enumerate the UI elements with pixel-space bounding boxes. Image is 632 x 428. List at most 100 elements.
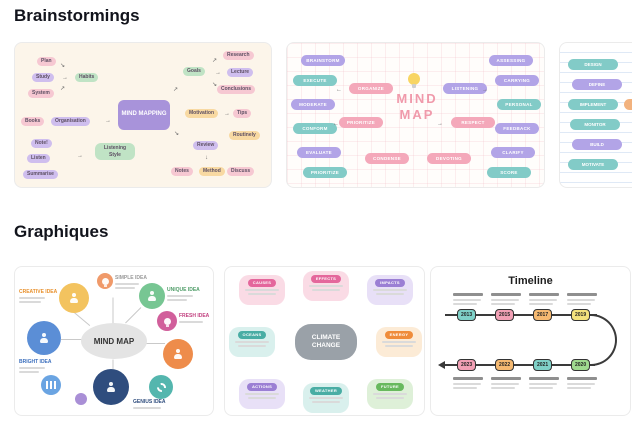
arrow-right-icon: → xyxy=(437,121,443,127)
template-card-climate-change[interactable]: CLIMATE CHANGE CAUSES EFFECTS IMPACTS OC… xyxy=(224,266,425,416)
idea-circle-blue xyxy=(27,321,61,355)
node-left-1: EXECUTE xyxy=(293,75,337,86)
arrow-left-icon: ← xyxy=(333,121,339,127)
arrow-down-right-icon: ↘ xyxy=(174,131,180,137)
connector-line xyxy=(72,311,91,327)
template-card-mindmap-circles[interactable]: MIND MAP CREATIVE IDEA SIMPLE IDEA UNIQU… xyxy=(14,266,214,416)
text-line xyxy=(491,383,519,385)
node-left-2: MODERATE xyxy=(291,99,335,110)
text-line xyxy=(567,299,595,301)
node-organisation: Organisation xyxy=(51,117,90,126)
timeline-year-2013: 2013 xyxy=(457,309,477,321)
mindmap-title-bottom: MAP xyxy=(399,107,435,122)
user-icon xyxy=(147,291,157,301)
text-line xyxy=(19,301,41,303)
timeline-year-2023: 2023 xyxy=(457,359,477,371)
cloud-energy-label: ENERGY xyxy=(384,331,414,339)
node-midleft-1: PRIORITIZE xyxy=(339,117,383,128)
mindmap-center-node: MIND MAP xyxy=(81,323,147,359)
caption-title-line xyxy=(529,293,559,296)
template-card-timeline[interactable]: Timeline 2013 2015 2017 2019 2020 2021 2… xyxy=(430,266,631,416)
caption-title-line xyxy=(529,377,559,380)
cloud-oceans: OCEANS xyxy=(229,327,275,357)
node-item-partial: EXECUTE xyxy=(624,99,632,110)
text-line xyxy=(115,287,135,289)
node-conclusions: Conclusions xyxy=(217,85,256,94)
node-research: Research xyxy=(223,51,254,60)
text-line xyxy=(529,303,553,305)
node-right-3: FEEDBACK xyxy=(495,123,539,134)
node-left-3: CONFORM xyxy=(293,123,337,134)
user-icon xyxy=(173,349,183,359)
text-line xyxy=(248,292,276,295)
text-line xyxy=(453,299,481,301)
node-lecture: Lecture xyxy=(227,68,254,77)
text-line xyxy=(167,299,187,301)
arrow-up-right-icon: ↗ xyxy=(212,58,218,64)
arrow-down-icon: ↓ xyxy=(205,155,208,161)
cloud-weather-label: WEATHER xyxy=(309,387,343,395)
label-fresh-idea: FRESH IDEA xyxy=(179,313,210,319)
arrow-right-icon: → xyxy=(77,153,83,159)
text-line xyxy=(385,344,413,347)
text-line xyxy=(376,292,404,295)
template-card-mind-map-bulb[interactable]: MIND MAP BRAINSTORM EXECUTE MODERATE CON… xyxy=(286,42,545,188)
timeline-top-line xyxy=(445,314,597,316)
text-line xyxy=(453,303,477,305)
climate-center-bottom: CHANGE xyxy=(311,342,341,349)
node-midright-1: RESPECT xyxy=(451,117,495,128)
node-system: System xyxy=(28,89,54,98)
node-midright-2: DEVOTING xyxy=(427,153,471,164)
idea-circle-green xyxy=(139,283,165,309)
text-line xyxy=(19,297,45,299)
text-line xyxy=(309,284,343,287)
arrow-up-right-icon: ↗ xyxy=(60,86,66,92)
timeline-year-2019: 2019 xyxy=(571,309,591,321)
text-line xyxy=(19,367,45,369)
arrow-right-icon: → xyxy=(224,111,230,117)
text-line xyxy=(567,383,595,385)
connector-line xyxy=(61,339,83,340)
cloud-impacts-label: IMPACTS xyxy=(375,279,405,287)
cloud-causes: CAUSES xyxy=(239,275,285,305)
node-note: Note! xyxy=(31,139,52,148)
timeline-arrow-icon xyxy=(438,361,445,369)
idea-circle-teal xyxy=(149,375,173,399)
section-title-brainstormings: Brainstormings xyxy=(14,6,140,25)
node-study: Study xyxy=(32,73,54,82)
arrow-down-right-icon: ↘ xyxy=(212,82,218,88)
bulb-icon xyxy=(101,277,109,287)
text-line xyxy=(491,387,515,389)
node-midleft-2: CONDENSE xyxy=(365,153,409,164)
cloud-causes-label: CAUSES xyxy=(247,279,277,287)
text-line xyxy=(529,299,557,301)
bar-chart-icon xyxy=(46,381,56,389)
timeline-bottom-line xyxy=(445,364,595,366)
arrow-right-icon: → xyxy=(62,75,68,81)
cloud-energy: ENERGY xyxy=(376,327,422,357)
node-tips: Tips xyxy=(233,109,252,118)
node-right-1: CARRYING xyxy=(495,75,539,86)
timeline-year-2015: 2015 xyxy=(495,309,515,321)
label-simple-idea: SIMPLE IDEA xyxy=(115,275,147,281)
text-line xyxy=(382,340,416,343)
text-line xyxy=(179,321,203,323)
connector-line xyxy=(112,297,114,324)
node-books: Books xyxy=(21,117,45,126)
text-line xyxy=(491,299,519,301)
node-left-5: PRIORITIZE xyxy=(303,167,347,178)
node-item-3: MONITOR xyxy=(570,119,620,130)
timeline-year-2021: 2021 xyxy=(533,359,553,371)
arrow-right-icon: → xyxy=(215,70,221,76)
caption-title-line xyxy=(453,377,483,380)
node-item-2: IMPLEMENT xyxy=(568,99,618,110)
timeline-year-2020: 2020 xyxy=(571,359,591,371)
text-line xyxy=(167,295,193,297)
idea-circle-navy xyxy=(93,369,129,405)
template-card-notebook-mindmap[interactable]: DESIGN DEFINE IMPLEMENT MONITOR BUILD MO… xyxy=(559,42,632,188)
node-discuss: Discuss xyxy=(227,167,255,176)
caption-title-line xyxy=(567,293,597,296)
template-card-mind-mapping[interactable]: MIND MAPPING Plan Study System Habits ↘ … xyxy=(14,42,272,188)
caption-title-line xyxy=(491,293,521,296)
